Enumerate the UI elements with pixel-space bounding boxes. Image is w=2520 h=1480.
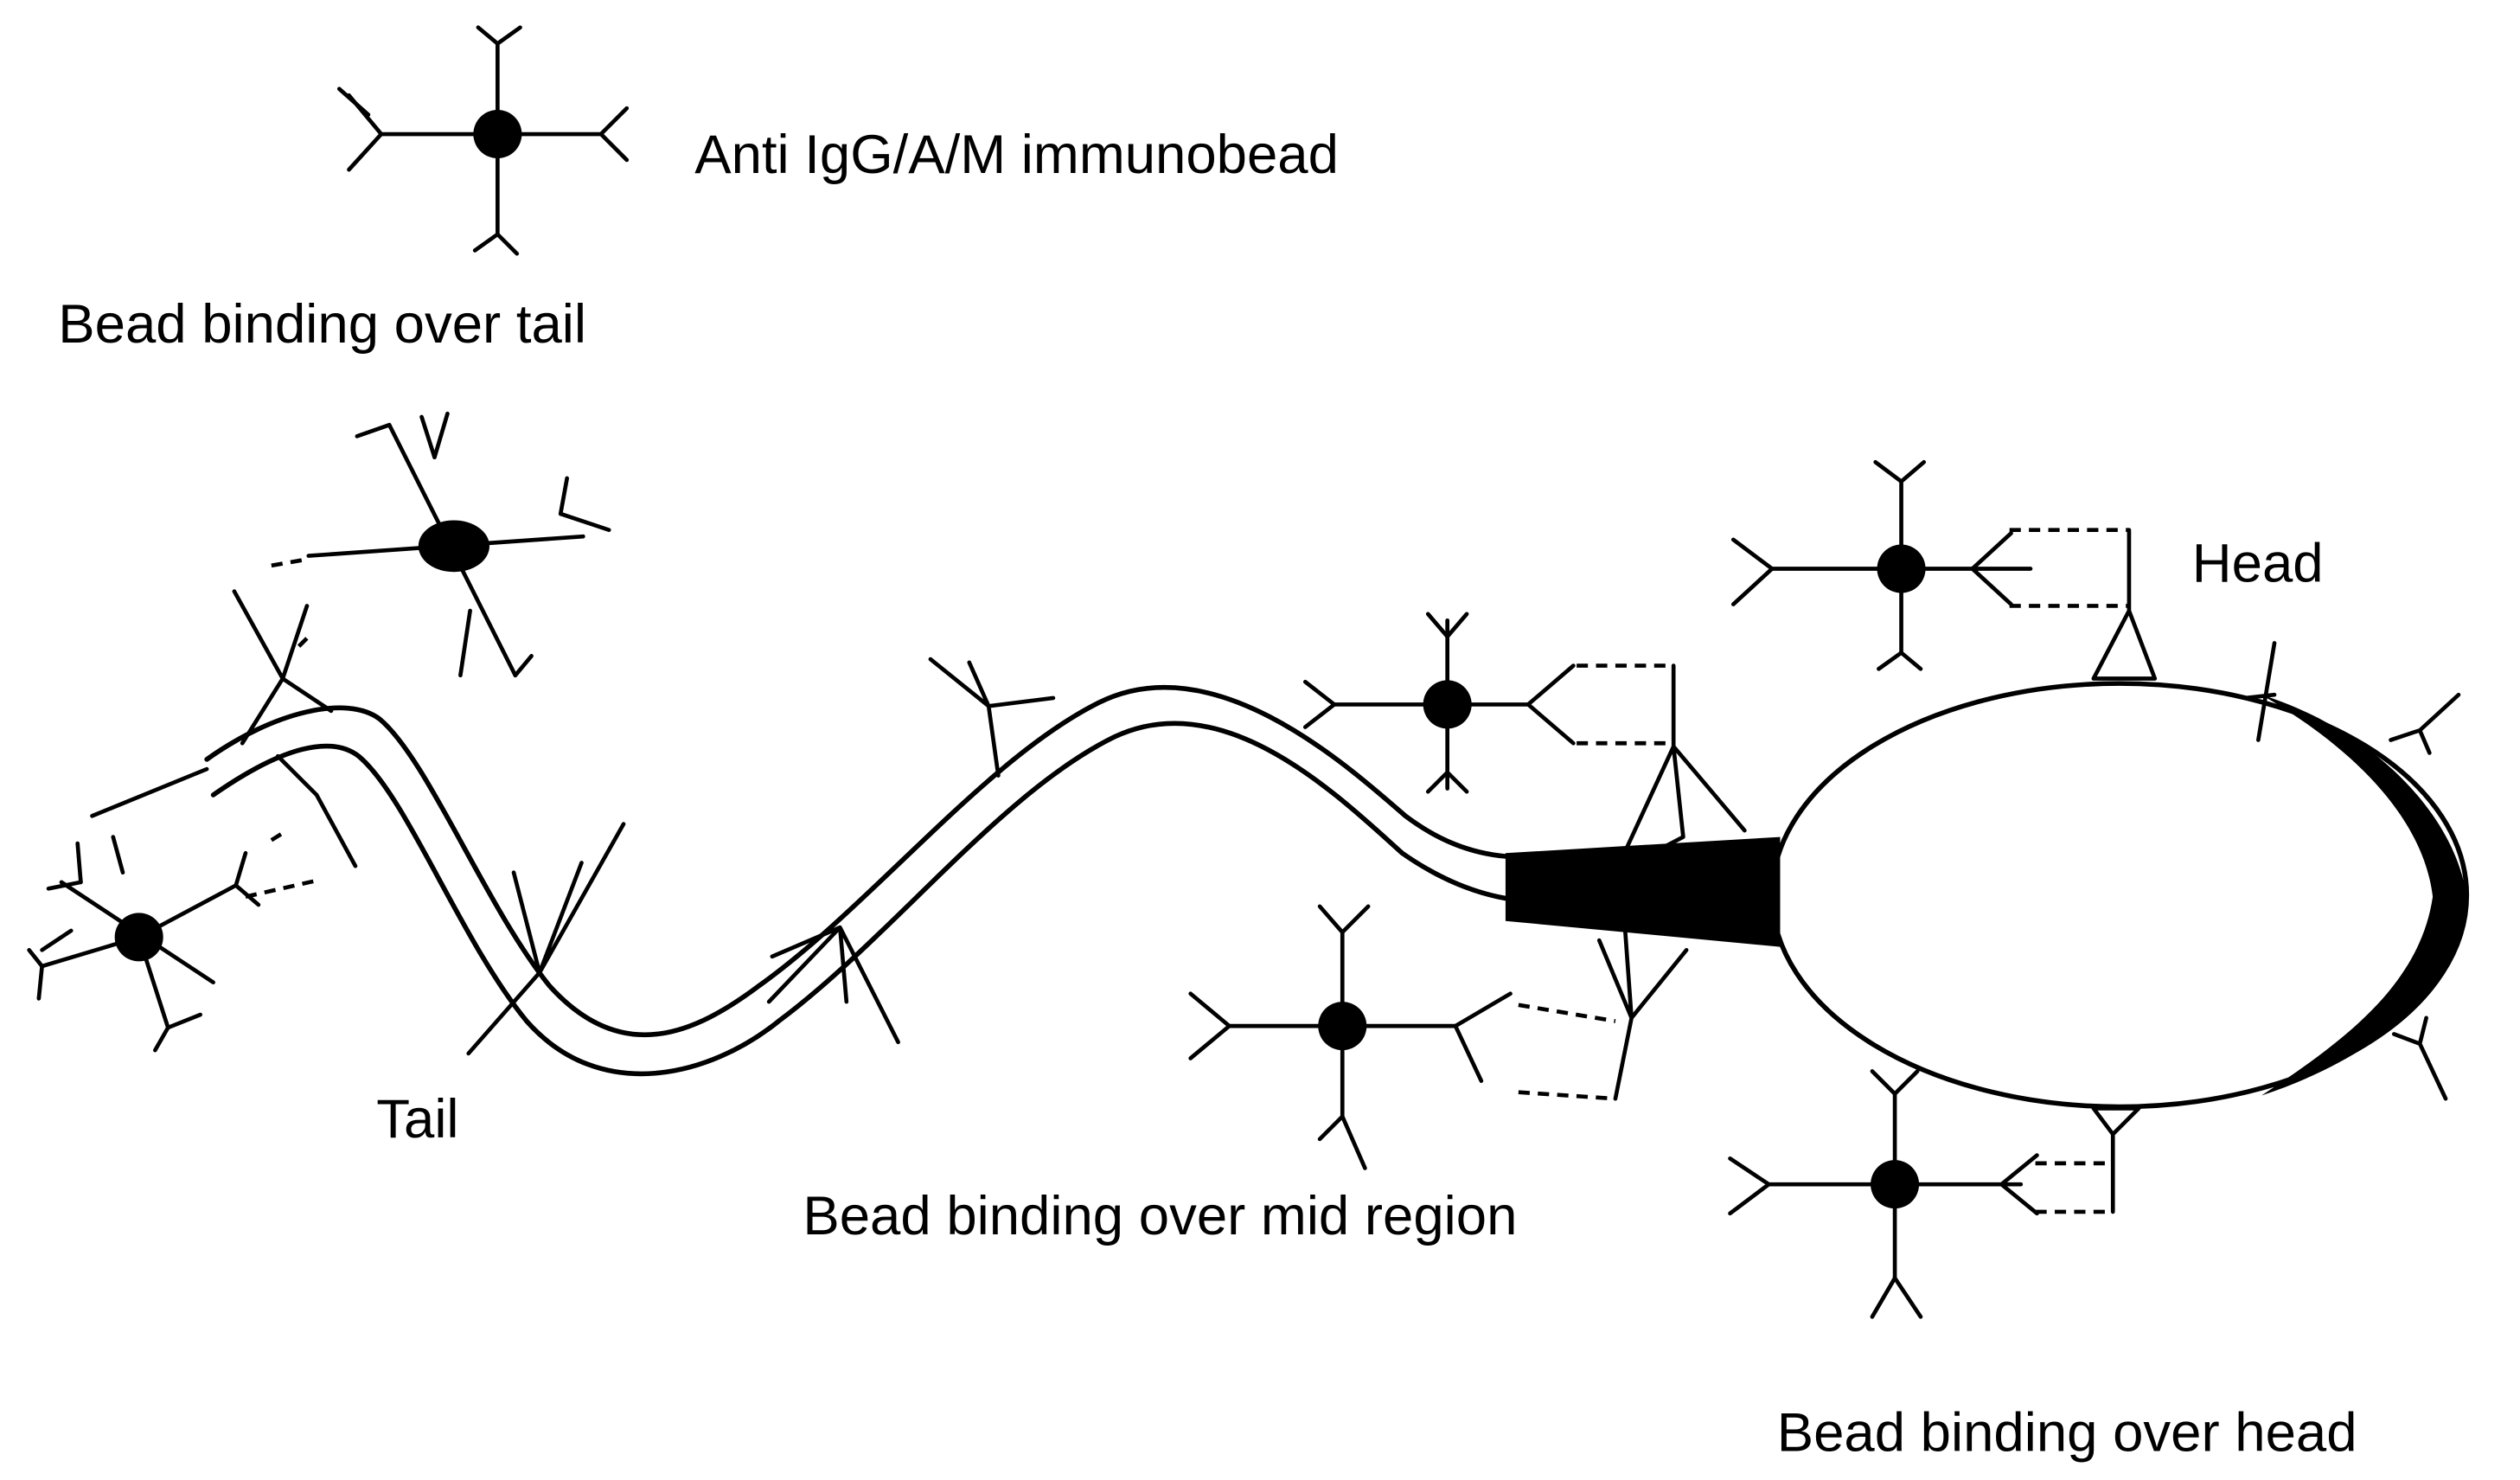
mid-bead-lower (1188, 904, 1513, 1170)
tail-bead-lower (27, 835, 261, 1053)
legend-label: Anti IgG/A/M immunobead (694, 125, 1339, 185)
sperm-tail (204, 684, 1508, 1038)
mid-binding-label: Bead binding over mid region (803, 1186, 1517, 1246)
mid-bead-upper (1302, 612, 1576, 794)
head-bead-upper (1730, 459, 2033, 671)
legend-immunobead (336, 25, 630, 256)
tail-label: Tail (376, 1089, 458, 1150)
sperm-midpiece (1505, 836, 1781, 947)
head-bead-lower (1728, 1069, 2039, 1319)
head-label: Head (2192, 533, 2324, 593)
tail-binding-label: Bead binding over tail (58, 294, 586, 355)
tail-bead-upper (306, 411, 611, 678)
sperm-acrosome (2261, 695, 2467, 1096)
head-binding-label: Bead binding over head (1777, 1402, 2357, 1463)
sperm-cell (204, 681, 2470, 1110)
